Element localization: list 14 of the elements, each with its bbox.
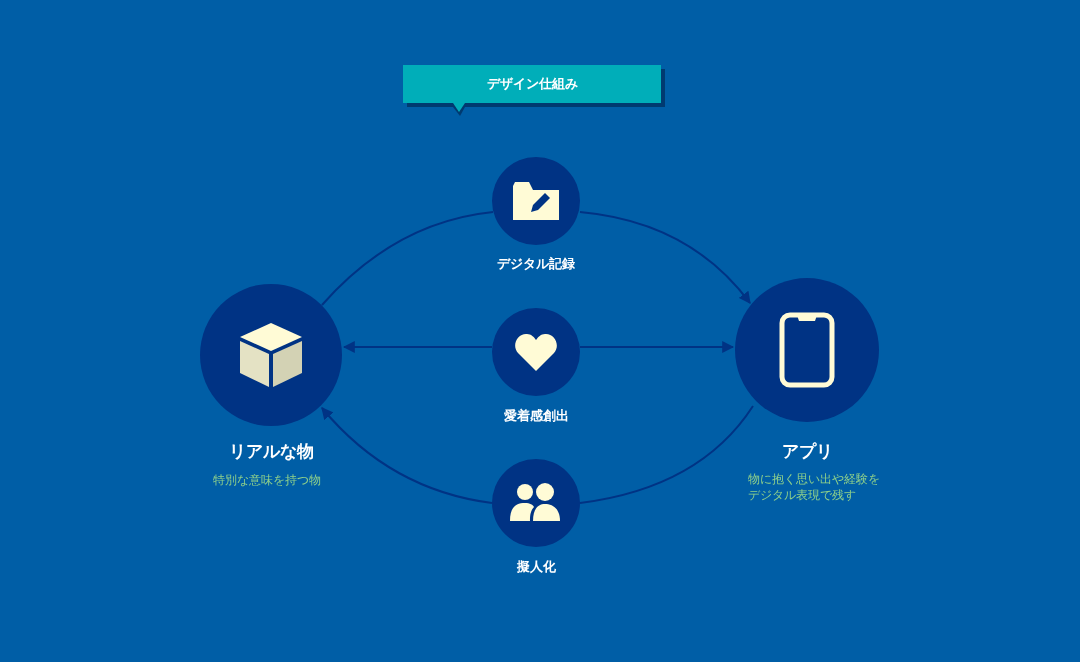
arrow	[579, 211, 751, 304]
node-title: 愛着感創出	[503, 407, 569, 423]
node-title: リアルな物	[228, 441, 314, 462]
description-text: 物に抱く思い出や経験をデジタル表現で残す	[748, 471, 881, 503]
banner-title: デザイン仕組み	[485, 75, 579, 93]
arrow	[321, 407, 493, 504]
node-title: 擬人化	[516, 558, 556, 574]
arrow	[342, 341, 493, 353]
arrow	[579, 341, 735, 353]
node-caption: 特別な意味を持つ物	[213, 472, 322, 488]
node-title: アプリ	[781, 441, 833, 462]
node-title: デジタル記録	[497, 255, 575, 271]
connector-line	[321, 211, 494, 306]
connector-line	[579, 405, 754, 504]
